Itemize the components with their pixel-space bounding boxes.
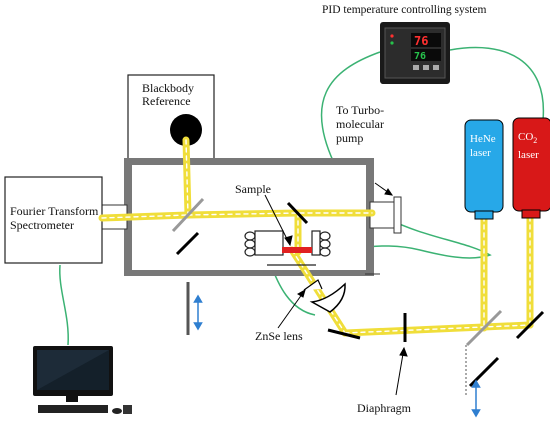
- pid-controller: PID temperature controlling system 76 76: [322, 4, 487, 84]
- turbo-label-line3: pump: [336, 131, 363, 145]
- co2-laser: CO2 laser: [512, 117, 550, 219]
- computer: [33, 346, 132, 414]
- pid-to-chamber-cable: [319, 51, 492, 266]
- moving-mirror: [175, 231, 200, 256]
- translation-arrows: [193, 294, 481, 418]
- pointer-arrows: [264, 182, 408, 396]
- pid-display-bottom: 76: [414, 51, 426, 62]
- co2-label-line1: CO2: [518, 131, 537, 145]
- pid-label: PID temperature controlling system: [322, 4, 487, 16]
- diaphragm-label: Diaphragm: [357, 401, 412, 415]
- keyboard-icon: [38, 405, 108, 413]
- turbo-label-line2: molecular: [336, 117, 384, 131]
- mouse-icon: [112, 408, 122, 414]
- turning-mirror-bottom: [327, 328, 361, 340]
- mirror-co2-bottom: [515, 310, 545, 340]
- znse-lens-shape: [309, 282, 346, 313]
- turning-mirror-chamber: [286, 201, 309, 225]
- pid-display-top: 76: [414, 34, 428, 48]
- blackbody-reference: Blackbody Reference: [127, 74, 215, 164]
- speaker-icon: [123, 405, 132, 414]
- hene-laser: HeNe laser: [464, 119, 504, 220]
- laser-beams: [98, 136, 534, 337]
- turbo-label-line1: To Turbo-: [336, 103, 384, 117]
- beam-combiner-mirror: [465, 309, 503, 347]
- hene-label-line2: laser: [470, 147, 491, 159]
- hene-label-line1: HeNe: [470, 133, 496, 145]
- ft-label-line1: Fourier Transform: [10, 204, 99, 218]
- sample-holder: [244, 230, 331, 266]
- znse-label: ZnSe lens: [255, 329, 303, 343]
- mirrors: [171, 197, 545, 395]
- spectrometer-to-computer-cable: [59, 264, 69, 346]
- beamsplitter-mirror: [171, 197, 205, 233]
- ft-label-line2: Spectrometer: [10, 218, 74, 232]
- blackbody-label-line2: Reference: [142, 94, 191, 108]
- blackbody-label-line1: Blackbody: [142, 81, 194, 95]
- ft-spectrometer: Fourier Transform Spectrometer: [4, 176, 103, 264]
- sample-label: Sample: [235, 182, 271, 196]
- mirror-hene-bottom: [468, 356, 500, 388]
- sample-element: [282, 247, 312, 253]
- blackbody-source-icon: [170, 114, 202, 146]
- pid-button-1: [413, 65, 419, 70]
- pid-button-2: [423, 65, 429, 70]
- pid-button-3: [433, 65, 439, 70]
- co2-label-line2: laser: [518, 149, 539, 161]
